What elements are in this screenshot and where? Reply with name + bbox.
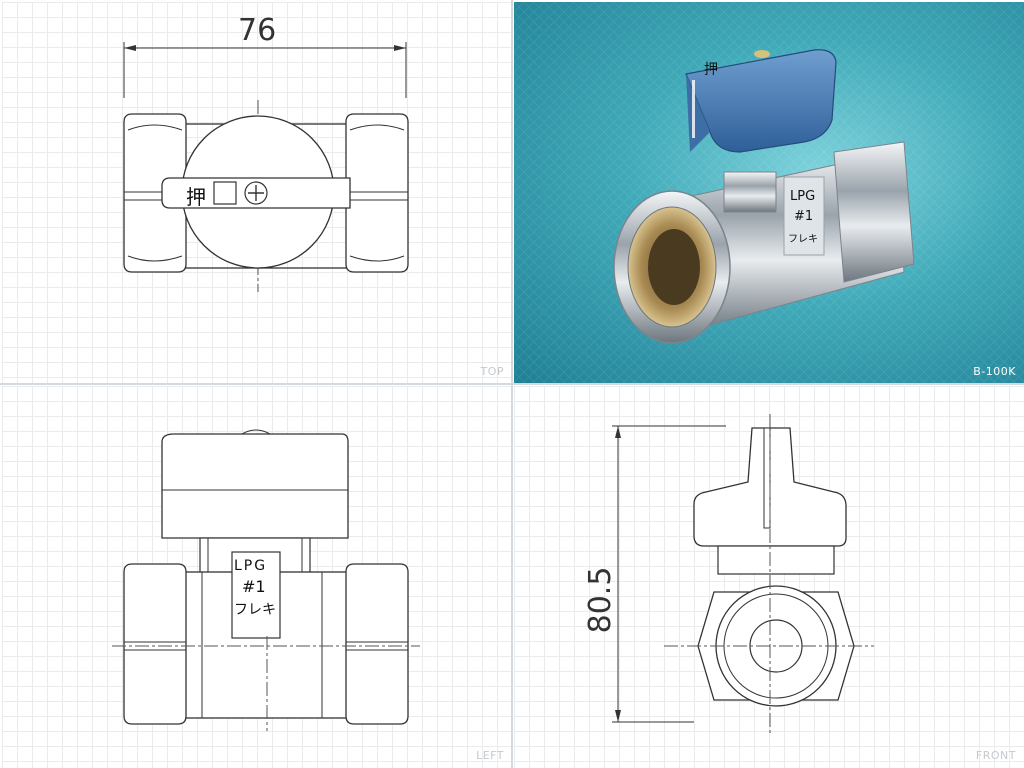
top-handle-mark: 押 — [186, 185, 206, 209]
front-view-caption: FRONT — [975, 749, 1016, 762]
photo-stamp-line-2: #1 — [794, 209, 813, 224]
top-view-panel: 76 押 TOP — [2, 2, 512, 384]
photo-stamp-line-1: LPG — [790, 189, 815, 204]
top-view-drawing: 76 押 — [123, 13, 409, 292]
left-stamp-line-2: #1 — [242, 577, 266, 596]
horizontal-divider — [0, 383, 1024, 385]
top-dimension-label: 76 — [238, 13, 276, 48]
photo-caption: B-100K — [973, 365, 1016, 378]
valve-photo-illustration: LPG #1 フレキ 押 — [514, 2, 1024, 384]
top-view-caption: TOP — [480, 365, 504, 378]
left-view-panel: LPG #1 フレキ LEFT — [2, 386, 512, 768]
product-photo-panel: LPG #1 フレキ 押 B-100K — [514, 2, 1024, 384]
front-dimension-label: 80.5 — [583, 567, 618, 634]
left-stamp-line-3: フレキ — [234, 602, 276, 618]
left-view-drawing: LPG #1 フレキ — [112, 429, 420, 731]
front-view-drawing: 80.5 — [583, 414, 874, 736]
photo-stamp-line-3: フレキ — [788, 234, 818, 245]
photo-handle-mark: 押 — [704, 62, 718, 78]
left-stamp-line-1: LPG — [234, 558, 267, 574]
front-view-panel: 80.5 FRONT — [514, 386, 1024, 768]
left-view-caption: LEFT — [476, 749, 504, 762]
